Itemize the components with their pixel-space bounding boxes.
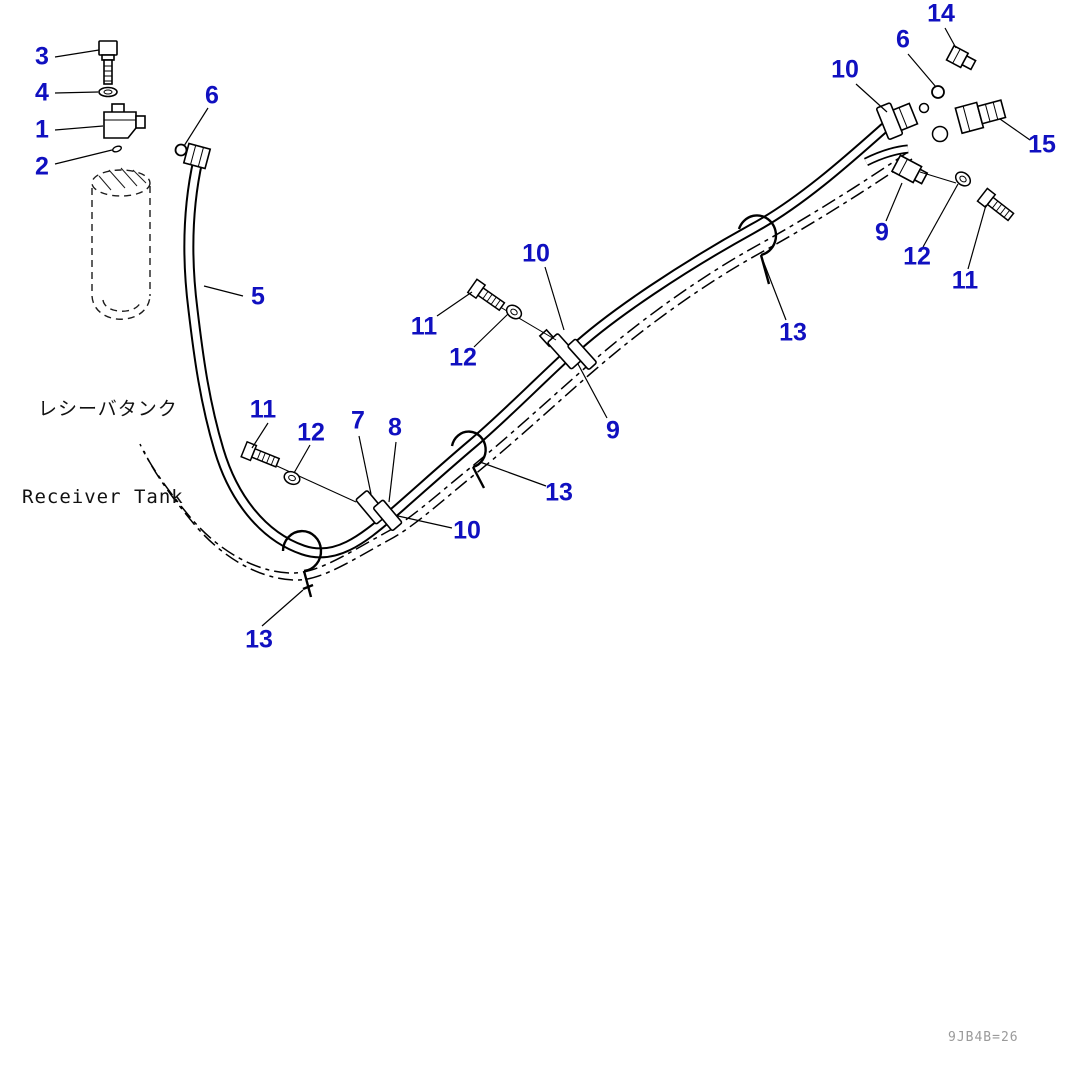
washer-part-12-lower-left bbox=[283, 470, 301, 486]
callout-12-right: 12 bbox=[903, 242, 931, 271]
washer-part-4 bbox=[98, 86, 118, 98]
cushion-band-lower-left bbox=[373, 499, 403, 531]
small-ring-b bbox=[931, 125, 949, 143]
callout-9-right: 9 bbox=[875, 218, 889, 247]
callout-11-mid: 11 bbox=[410, 312, 438, 341]
callout-7: 7 bbox=[351, 406, 365, 435]
receiver-tank-label-jp: レシーバタンク bbox=[38, 397, 178, 420]
callout-13-bottom: 13 bbox=[245, 625, 273, 654]
receiver-tank-hatching bbox=[98, 167, 147, 191]
callout-10-mid: 10 bbox=[522, 239, 550, 268]
o-ring-part-6-right bbox=[931, 85, 945, 99]
callout-6-left: 6 bbox=[205, 81, 219, 110]
tube-to-elbow bbox=[863, 144, 909, 167]
connector-part-15 bbox=[954, 99, 1007, 135]
callout-9-mid: 9 bbox=[606, 416, 620, 445]
callout-13-right: 13 bbox=[779, 318, 807, 347]
callout-4: 4 bbox=[35, 78, 49, 107]
plug-part-14 bbox=[945, 44, 977, 71]
assembly-axis-lines bbox=[265, 171, 957, 503]
washer-part-12-top-right bbox=[954, 171, 972, 187]
callout-3: 3 bbox=[35, 42, 49, 71]
hose-end-nut-left bbox=[182, 142, 212, 170]
callout-11-lower: 11 bbox=[249, 395, 277, 424]
callout-10-lower: 10 bbox=[453, 516, 481, 545]
bolt-part-11-top-right bbox=[976, 187, 1015, 222]
callout-12-mid: 12 bbox=[449, 343, 477, 372]
callout-14: 14 bbox=[927, 0, 955, 28]
clamp-band-top-right bbox=[876, 102, 904, 140]
o-ring-part-6-left bbox=[174, 143, 188, 157]
elbow-part-9-top-right bbox=[890, 154, 929, 185]
washer-part-12-middle bbox=[505, 304, 523, 320]
cushion-band-middle bbox=[567, 338, 597, 370]
leader-lines bbox=[54, 27, 1031, 627]
callout-1: 1 bbox=[35, 115, 49, 144]
callout-12-lower: 12 bbox=[297, 418, 325, 447]
elbow-fitting-part-1 bbox=[103, 103, 146, 139]
callout-2: 2 bbox=[35, 152, 49, 181]
callout-5: 5 bbox=[251, 282, 265, 311]
clip-part-13-middle bbox=[450, 430, 487, 489]
drawing-number: 9JB4B=26 bbox=[948, 1030, 1019, 1045]
receiver-tank-label-en: Receiver Tank bbox=[22, 486, 184, 509]
receiver-tank-label: レシーバタンク Receiver Tank bbox=[22, 336, 184, 572]
callout-8: 8 bbox=[388, 413, 402, 442]
bolt-part-11-middle bbox=[466, 278, 506, 312]
pin-part-2 bbox=[111, 145, 123, 153]
bolt-part-3 bbox=[98, 40, 118, 85]
callout-15: 15 bbox=[1028, 130, 1056, 159]
receiver-tank-outline bbox=[91, 169, 151, 320]
bolt-part-11-lower-left bbox=[240, 440, 281, 468]
callout-13-mid: 13 bbox=[545, 478, 573, 507]
callout-6-right: 6 bbox=[896, 25, 910, 54]
small-ring-a bbox=[918, 102, 930, 114]
clip-part-13-bottom bbox=[281, 529, 323, 598]
hose-part-5 bbox=[183, 112, 908, 559]
phantom-tube bbox=[139, 151, 913, 581]
callout-10-top-right: 10 bbox=[831, 55, 859, 84]
callout-11-right: 11 bbox=[951, 266, 979, 295]
